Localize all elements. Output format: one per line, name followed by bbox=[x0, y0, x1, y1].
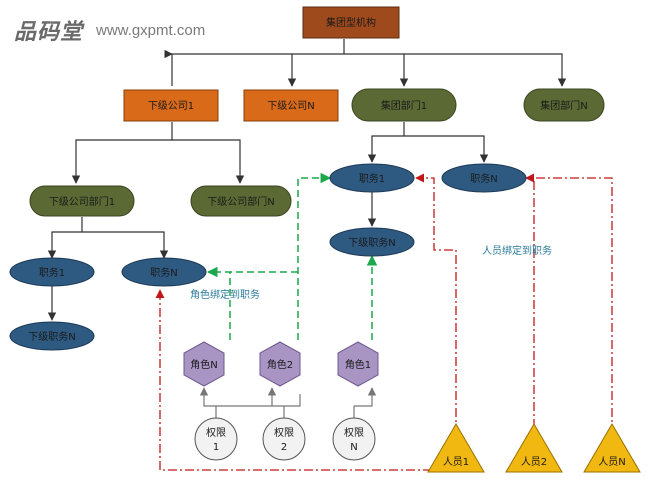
node-position-left-1: 职务1 bbox=[9, 257, 95, 287]
node-root: 集团型机构 bbox=[302, 6, 400, 39]
node-role-2-label: 角色2 bbox=[267, 358, 293, 371]
annotation-role-binding: 角色绑定到职务 bbox=[190, 288, 260, 301]
node-person-n: 人员N bbox=[583, 423, 641, 473]
node-sub-department-n: 下级公司部门N bbox=[190, 185, 292, 217]
node-permission-2: 权限 2 bbox=[262, 417, 306, 461]
node-position-right-1-label: 职务1 bbox=[359, 172, 385, 185]
node-person-n-label: 人员N bbox=[598, 456, 625, 468]
node-permission-2-label: 权限 bbox=[274, 426, 294, 439]
node-person-2-label: 人员2 bbox=[521, 456, 547, 468]
node-role-2: 角色2 bbox=[259, 341, 301, 387]
node-role-1-label: 角色1 bbox=[345, 358, 371, 371]
node-permission-n: 权限 N bbox=[332, 417, 376, 461]
node-position-right-n-label: 职务N bbox=[470, 172, 497, 185]
node-department-n: 集团部门N bbox=[523, 88, 605, 122]
watermark-url: www.gxpmt.com bbox=[96, 22, 206, 39]
node-subsidiary-1: 下级公司1 bbox=[123, 89, 219, 122]
node-sub-department-n-label: 下级公司部门N bbox=[207, 195, 274, 208]
node-person-2: 人员2 bbox=[505, 423, 563, 473]
node-permission-1-number: 1 bbox=[213, 442, 219, 453]
node-permission-1-label: 权限 bbox=[206, 426, 226, 439]
node-position-right-n: 职务N bbox=[441, 163, 527, 193]
node-position-left-1-label: 职务1 bbox=[39, 266, 65, 279]
permission-connectors bbox=[199, 387, 377, 420]
node-position-right-sub-label: 下级职务N bbox=[348, 236, 395, 249]
node-department-1: 集团部门1 bbox=[351, 88, 457, 122]
node-root-label: 集团型机构 bbox=[326, 16, 376, 29]
node-role-n-label: 角色N bbox=[190, 358, 217, 371]
watermark-logo: 品码堂 bbox=[14, 19, 84, 45]
node-permission-2-number: 2 bbox=[281, 442, 287, 453]
node-position-left-sub-label: 下级职务N bbox=[28, 330, 75, 343]
node-person-1-label: 人员1 bbox=[443, 456, 469, 468]
node-sub-department-1: 下级公司部门1 bbox=[29, 185, 135, 217]
hierarchy-connectors bbox=[47, 39, 567, 321]
node-permission-n-number: N bbox=[350, 442, 357, 453]
node-position-left-n-label: 职务N bbox=[150, 266, 177, 279]
node-role-n: 角色N bbox=[183, 341, 225, 387]
node-permission-n-label: 权限 bbox=[344, 426, 364, 439]
node-role-1: 角色1 bbox=[337, 341, 379, 387]
node-position-left-n: 职务N bbox=[121, 257, 207, 287]
annotation-person-binding: 人员绑定到职务 bbox=[482, 244, 552, 257]
node-subsidiary-1-label: 下级公司1 bbox=[148, 100, 194, 112]
node-position-right-sub: 下级职务N bbox=[329, 227, 415, 257]
node-subsidiary-n: 下级公司N bbox=[243, 89, 339, 122]
node-position-right-1: 职务1 bbox=[329, 163, 415, 193]
node-department-1-label: 集团部门1 bbox=[381, 99, 427, 112]
node-sub-department-1-label: 下级公司部门1 bbox=[49, 195, 115, 208]
role-binding-links bbox=[206, 172, 378, 340]
person-binding-links bbox=[155, 173, 613, 471]
node-subsidiary-n-label: 下级公司N bbox=[267, 100, 314, 112]
node-department-n-label: 集团部门N bbox=[540, 99, 587, 112]
node-position-left-sub: 下级职务N bbox=[9, 321, 95, 351]
node-person-1: 人员1 bbox=[427, 423, 485, 473]
node-permission-1: 权限 1 bbox=[194, 417, 238, 461]
